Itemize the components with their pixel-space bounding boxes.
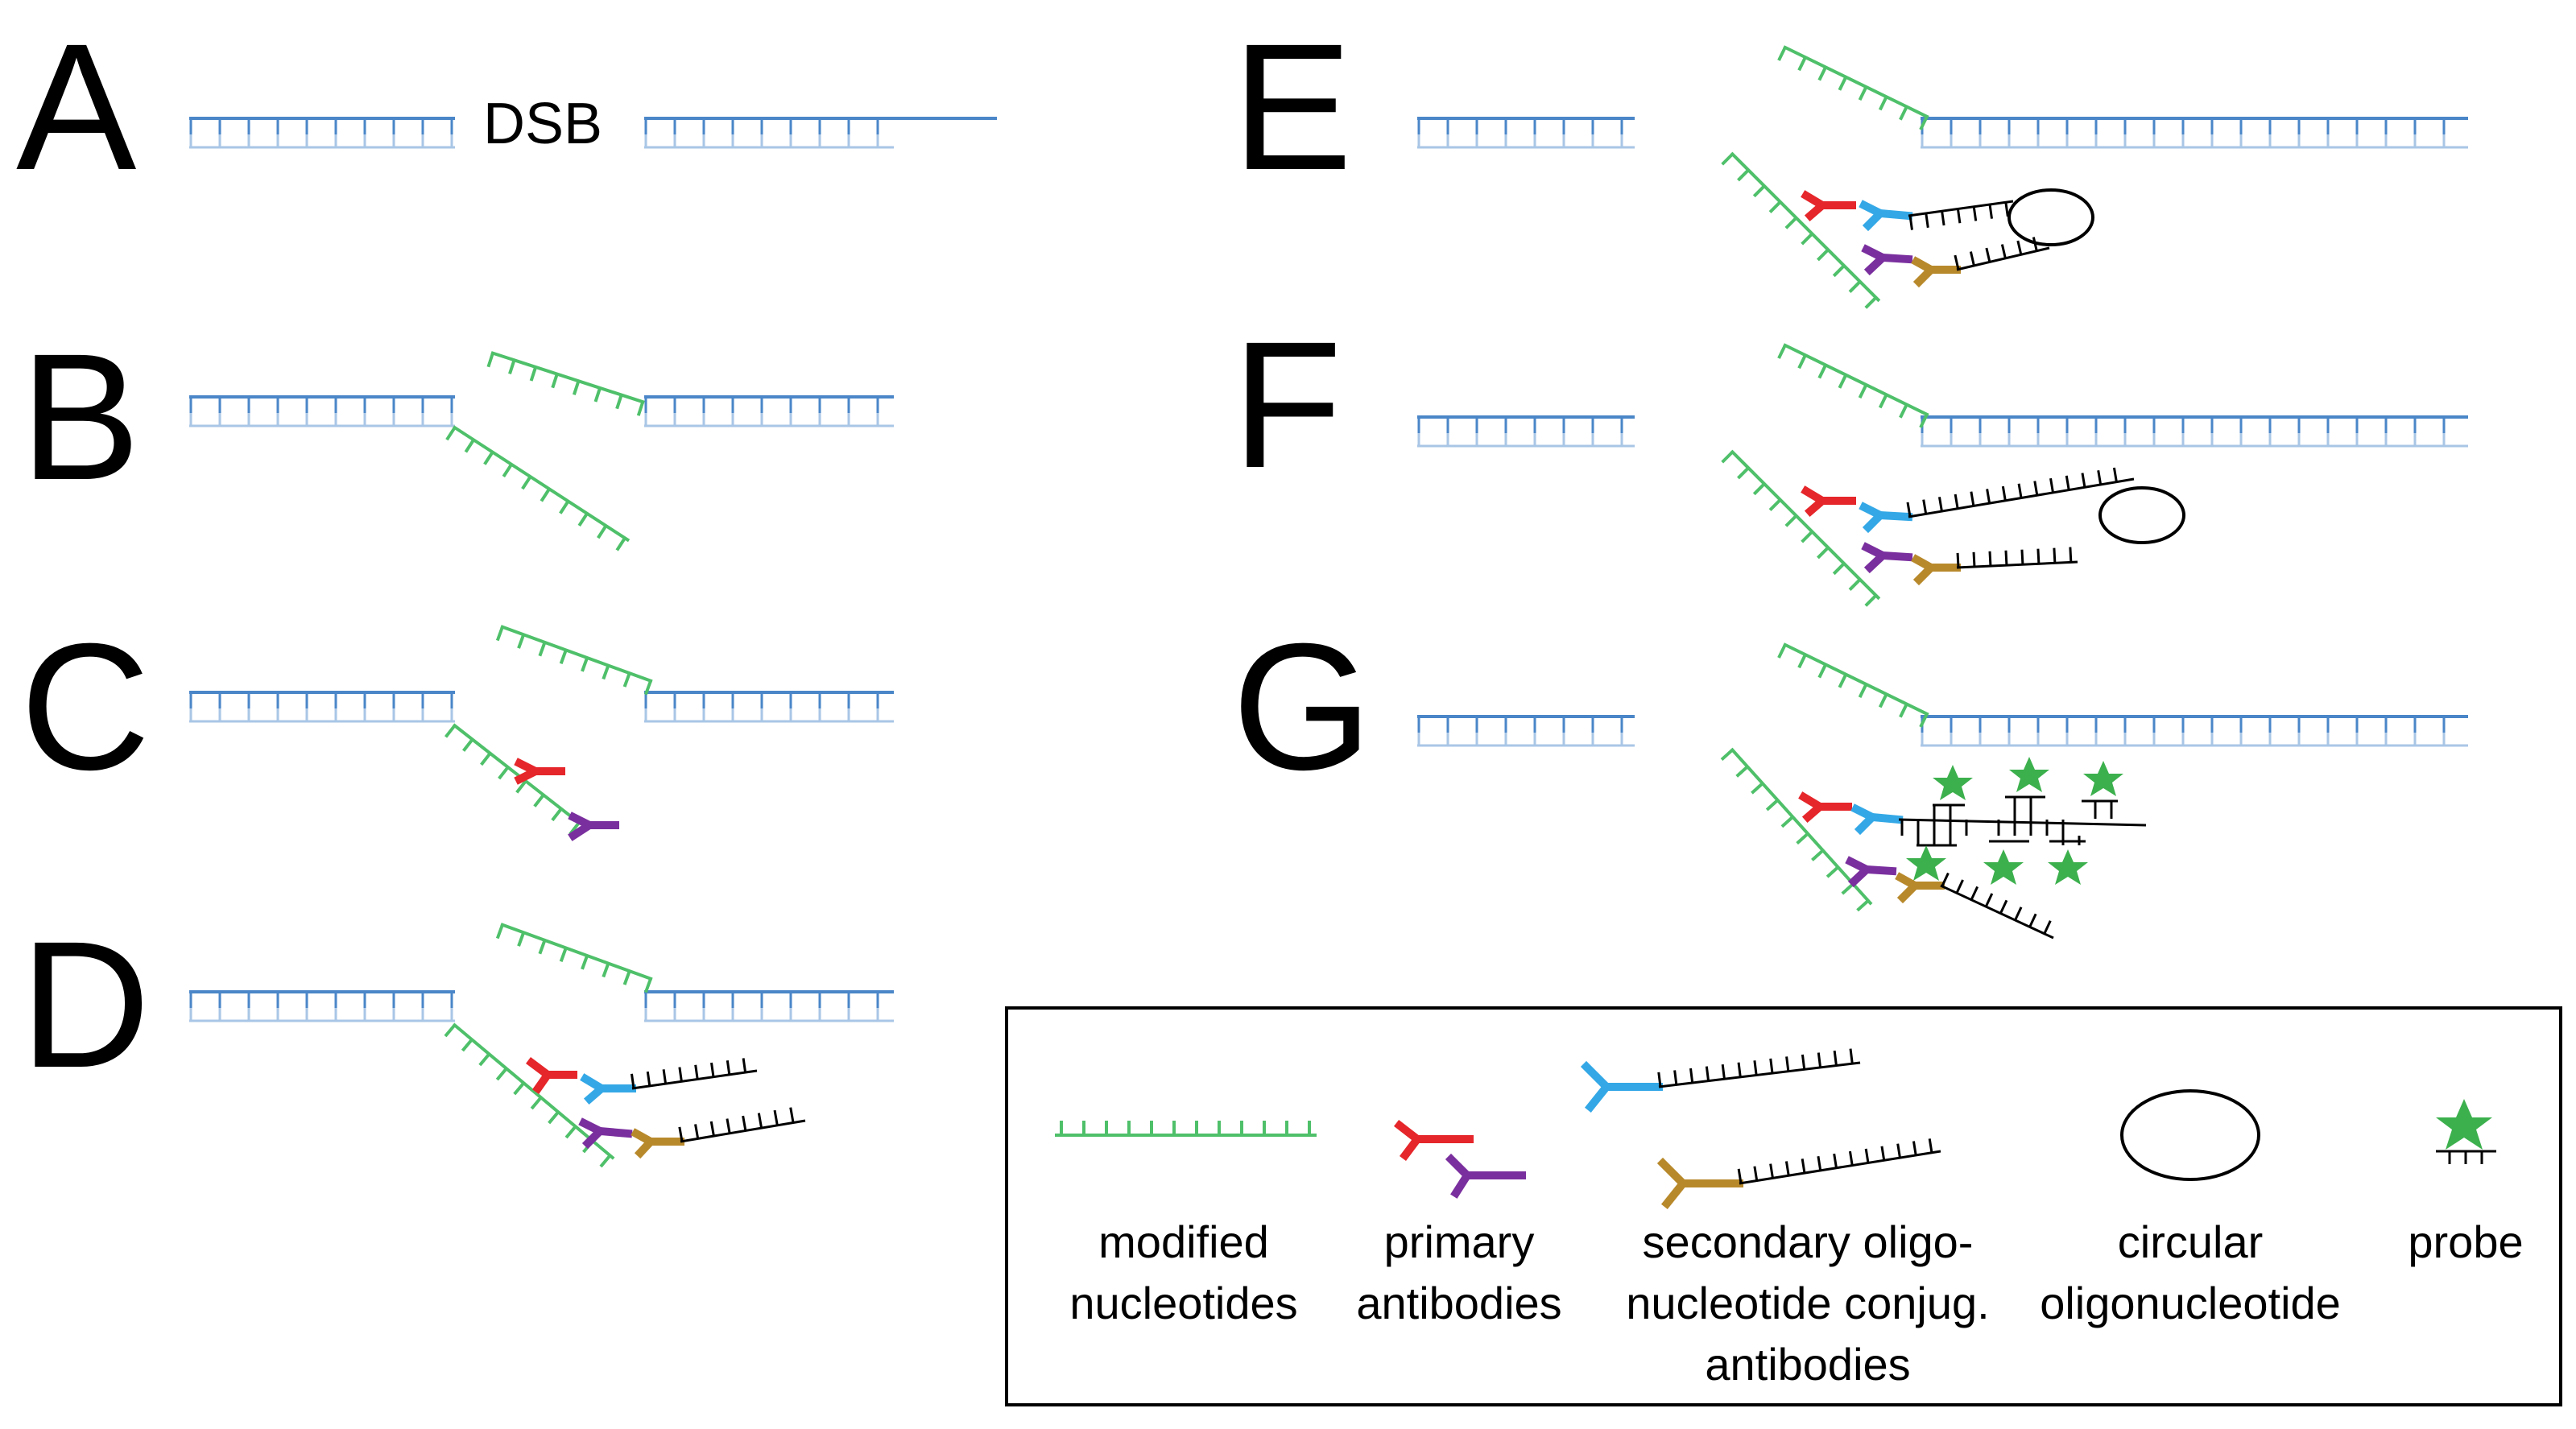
oligo-strand-lower bbox=[1956, 560, 2078, 569]
legend-box bbox=[1005, 1006, 2562, 1406]
legend-probe: probe bbox=[2408, 1099, 2524, 1267]
dna-left bbox=[1416, 715, 1636, 747]
modified-strand-lower bbox=[1721, 451, 1879, 609]
dna-left bbox=[188, 691, 457, 723]
primary-antibody-red bbox=[1798, 791, 1852, 824]
dna-left bbox=[1416, 415, 1636, 448]
modified-strand-upper bbox=[1777, 345, 1929, 428]
circular-oligonucleotide bbox=[2098, 486, 2185, 544]
probe-star-icon bbox=[1983, 849, 2024, 885]
legend-label: antibodies bbox=[1356, 1278, 1561, 1328]
dna-left bbox=[188, 990, 457, 1022]
secondary-antibody-gold bbox=[631, 1128, 684, 1159]
legend-label: modified bbox=[1098, 1216, 1269, 1267]
legend-label: nucleotides bbox=[1069, 1278, 1297, 1328]
primary-antibody-red bbox=[1801, 190, 1856, 222]
modified-strand-lower bbox=[444, 425, 631, 555]
panel-b: B bbox=[20, 316, 895, 555]
dna-right bbox=[1919, 715, 2470, 747]
rolling-circle-product bbox=[1898, 795, 2147, 847]
circular-oligonucleotide bbox=[2007, 188, 2094, 246]
dna-right bbox=[1919, 415, 2470, 448]
primary-antibody-purple bbox=[578, 1117, 633, 1150]
legend-circular-oligonucleotide: circular oligonucleotide bbox=[2040, 1089, 2341, 1328]
probe-stars bbox=[1906, 757, 2123, 885]
probe-star-icon bbox=[1906, 845, 1946, 881]
panel-f: F bbox=[1232, 304, 2470, 609]
dna-left bbox=[1416, 117, 1636, 149]
legend-label: probe bbox=[2408, 1216, 2523, 1267]
probe-star-icon bbox=[2436, 1099, 2492, 1150]
legend: modified nucleotides primary antibodies … bbox=[1005, 1006, 2562, 1406]
modified-strand-upper bbox=[485, 351, 647, 418]
modified-strand-lower bbox=[1721, 153, 1879, 312]
panel-letter-a: A bbox=[16, 6, 136, 208]
primary-antibody-red bbox=[526, 1057, 577, 1094]
dna-left bbox=[188, 395, 457, 427]
secondary-antibody-cyan bbox=[1859, 502, 1913, 534]
dsb-label: DSB bbox=[483, 92, 602, 156]
primary-antibody-red bbox=[1801, 485, 1856, 518]
oligo-strand-upper bbox=[630, 1056, 758, 1090]
dna-right bbox=[643, 117, 895, 149]
primary-antibody-purple bbox=[1845, 856, 1897, 888]
legend-secondary-antibodies: secondary oligo- nucleotide conjug. anti… bbox=[1580, 1047, 1990, 1390]
legend-label: secondary oligo- bbox=[1643, 1216, 1974, 1267]
panel-e: E bbox=[1232, 6, 2470, 312]
modified-strand-lower bbox=[1718, 747, 1873, 916]
panel-letter-c: C bbox=[20, 606, 151, 807]
modified-strand-upper bbox=[494, 625, 654, 697]
panel-c: C bbox=[20, 606, 895, 841]
probe-star-icon bbox=[1933, 765, 1973, 800]
dna-right bbox=[643, 691, 895, 723]
modified-strand-upper bbox=[494, 923, 654, 995]
oligo-strand-lower bbox=[677, 1105, 806, 1143]
dna-left bbox=[188, 117, 457, 149]
panel-g: G bbox=[1232, 606, 2470, 940]
legend-label: antibodies bbox=[1705, 1339, 1910, 1390]
secondary-antibody-gold bbox=[1911, 256, 1961, 288]
primary-antibody-red bbox=[514, 758, 565, 785]
probe-star-icon bbox=[2009, 757, 2049, 792]
panel-letter-g: G bbox=[1232, 606, 1372, 807]
legend-label: nucleotide conjug. bbox=[1626, 1278, 1989, 1328]
legend-label: oligonucleotide bbox=[2040, 1278, 2341, 1328]
modified-strand-lower bbox=[442, 723, 582, 837]
primary-antibody-purple bbox=[1861, 244, 1913, 276]
secondary-antibody-cyan bbox=[1859, 200, 1913, 232]
panel-letter-d: D bbox=[20, 904, 151, 1105]
secondary-antibody-gold bbox=[1911, 554, 1961, 586]
dna-right bbox=[1919, 117, 2470, 149]
legend-label: primary bbox=[1384, 1216, 1535, 1267]
legend-circle-icon bbox=[2120, 1089, 2260, 1181]
legend-modified-nucleotides: modified nucleotides bbox=[1055, 1121, 1317, 1328]
secondary-antibody-cyan bbox=[580, 1073, 636, 1105]
dna-right bbox=[643, 990, 895, 1022]
probe-star-icon bbox=[2083, 761, 2123, 796]
probe-star-icon bbox=[2048, 849, 2088, 885]
secondary-antibody-gold bbox=[1895, 872, 1945, 904]
legend-primary-antibodies: primary antibodies bbox=[1356, 1119, 1562, 1328]
legend-label: circular bbox=[2118, 1216, 2263, 1267]
primary-antibody-purple bbox=[1861, 542, 1913, 574]
panel-d: D bbox=[20, 904, 895, 1171]
primary-antibody-purple bbox=[568, 812, 619, 841]
panel-letter-b: B bbox=[20, 316, 140, 518]
panel-letter-e: E bbox=[1232, 6, 1352, 208]
panel-letter-f: F bbox=[1232, 304, 1342, 506]
modified-strand-upper bbox=[1777, 47, 1929, 130]
modified-strand-upper bbox=[1777, 644, 1929, 728]
dna-right bbox=[643, 395, 895, 427]
panel-a: A DSB bbox=[16, 6, 997, 208]
secondary-antibody-cyan bbox=[1850, 803, 1904, 836]
